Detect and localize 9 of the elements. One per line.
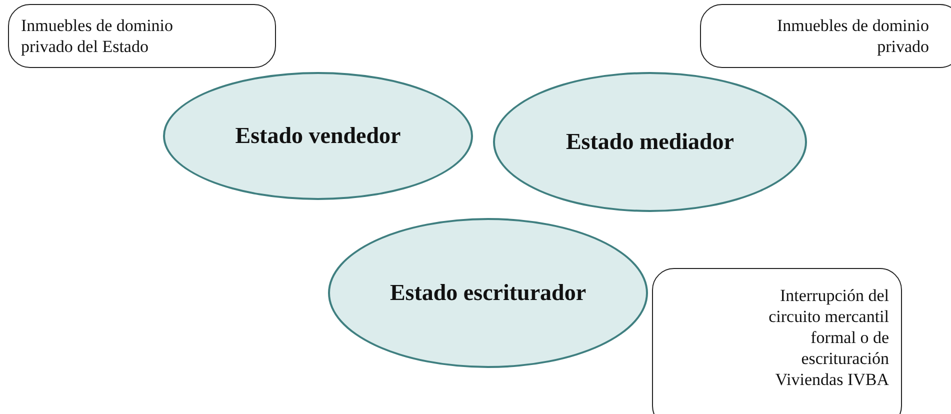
box-text: Inmuebles de dominio privado [776, 15, 929, 57]
box-text: Interrupción del circuito mercantil formal o de escrituración Viviendas IVBA [768, 285, 889, 390]
rounded-box [652, 268, 902, 414]
ellipse-label: Estado vendedor [235, 123, 401, 149]
rounded-box [700, 4, 951, 68]
rounded-box [8, 4, 276, 68]
ellipse-label: Estado escriturador [390, 280, 586, 306]
ellipse-label: Estado mediador [566, 129, 734, 155]
box-text: Inmuebles de dominio privado del Estado [21, 15, 174, 57]
